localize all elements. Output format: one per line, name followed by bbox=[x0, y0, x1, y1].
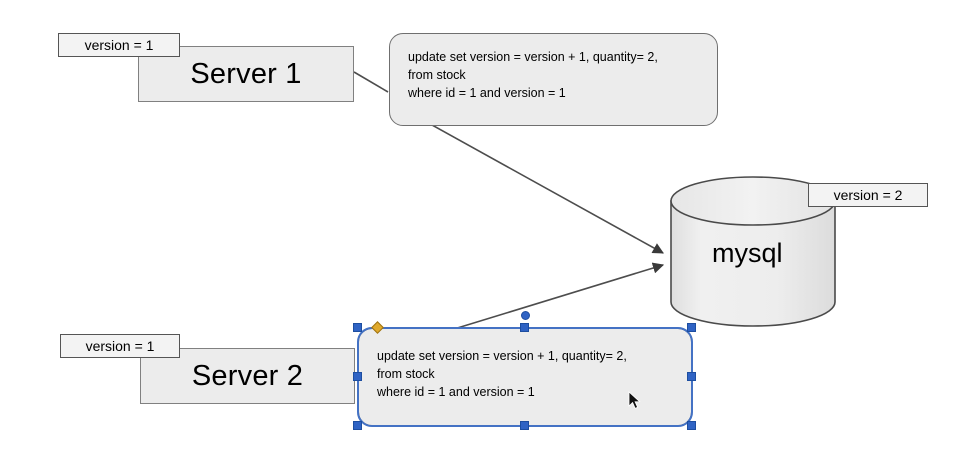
note-sql-server-2-line-2: from stock bbox=[377, 367, 435, 381]
version-tag-server-2[interactable]: version = 1 bbox=[60, 334, 180, 358]
database-cylinder-icon bbox=[670, 176, 836, 327]
selection-handle-top-right[interactable] bbox=[687, 323, 696, 332]
selection-handle-middle-left[interactable] bbox=[353, 372, 362, 381]
version-tag-database-label: version = 2 bbox=[833, 187, 903, 203]
mouse-pointer-icon bbox=[628, 391, 641, 409]
node-database-mysql[interactable]: mysql bbox=[664, 176, 842, 328]
note-sql-server-2-line-1: update set version = version + 1, quanti… bbox=[377, 349, 627, 363]
connector-waypoint-handle[interactable] bbox=[521, 311, 530, 320]
selection-handle-bottom-center[interactable] bbox=[520, 421, 529, 430]
connector-note-bottom-to-database[interactable] bbox=[440, 262, 665, 334]
note-sql-server-2-line-3: where id = 1 and version = 1 bbox=[377, 385, 535, 399]
note-sql-server-2[interactable]: update set version = version + 1, quanti… bbox=[357, 327, 693, 427]
note-sql-server-1-line-3: where id = 1 and version = 1 bbox=[408, 86, 566, 100]
connector-note-top-to-database[interactable] bbox=[422, 119, 664, 254]
server-1-label: Server 1 bbox=[190, 57, 302, 90]
version-tag-database[interactable]: version = 2 bbox=[808, 183, 928, 207]
note-sql-server-1[interactable]: update set version = version + 1, quanti… bbox=[389, 33, 718, 126]
connector-server1-to-note-top[interactable] bbox=[353, 71, 389, 93]
database-label: mysql bbox=[712, 238, 783, 268]
node-server-2[interactable]: Server 2 bbox=[140, 348, 355, 404]
server-2-label: Server 2 bbox=[191, 359, 304, 392]
note-sql-server-1-line-1: update set version = version + 1, quanti… bbox=[408, 50, 658, 64]
version-tag-server-2-label: version = 1 bbox=[85, 338, 155, 354]
selection-handle-bottom-left[interactable] bbox=[353, 421, 362, 430]
version-tag-server-1-label: version = 1 bbox=[84, 37, 154, 53]
selection-handle-top-left[interactable] bbox=[353, 323, 362, 332]
version-tag-server-1[interactable]: version = 1 bbox=[58, 33, 180, 57]
selection-handle-bottom-right[interactable] bbox=[687, 421, 696, 430]
note-sql-server-1-line-2: from stock bbox=[408, 68, 466, 82]
selection-handle-middle-right[interactable] bbox=[687, 372, 696, 381]
selection-handle-top-center[interactable] bbox=[520, 323, 529, 332]
